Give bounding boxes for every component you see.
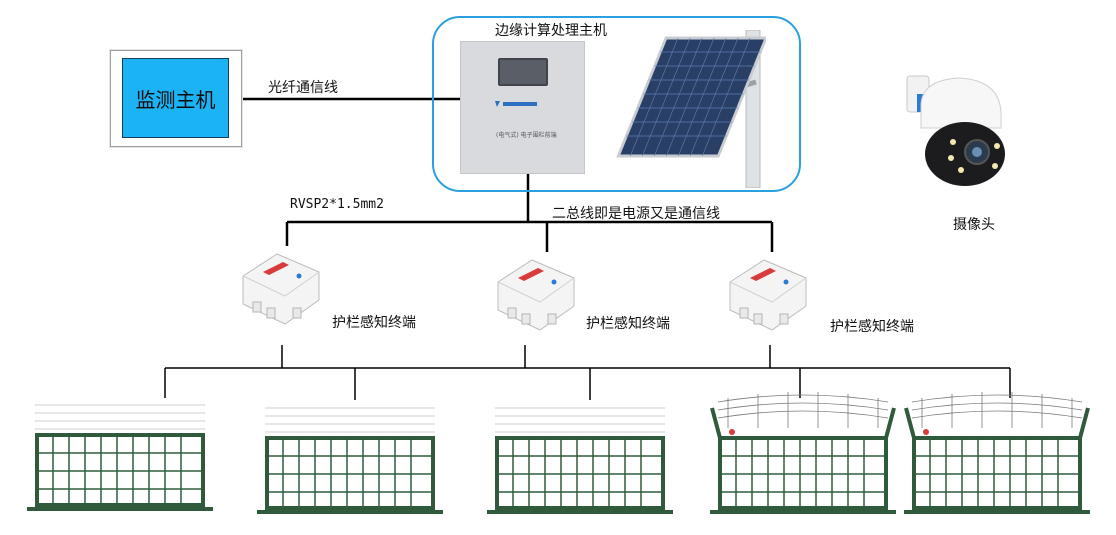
solar-panel-icon [616, 30, 766, 188]
sensor-label-3: 护栏感知终端 [830, 319, 914, 335]
sensor-label-1: 护栏感知终端 [332, 315, 416, 331]
camera-icon [906, 75, 1005, 186]
monitor-host: 监测主机 [122, 58, 229, 138]
sensor-terminal-1 [242, 253, 320, 325]
edge-host-group [432, 16, 801, 192]
fence-2 [257, 407, 443, 514]
sensor-terminal-3 [729, 259, 807, 331]
edge-host-title: 边缘计算处理主机 [495, 23, 607, 39]
fence-1 [27, 404, 213, 511]
fence-3 [487, 407, 673, 514]
rvsp-cable-label: RVSP2*1.5mm2 [290, 197, 384, 212]
bus-cable-label: 二总线即是电源又是通信线 [552, 206, 720, 222]
fiber-cable-label: 光纤通信线 [268, 80, 338, 96]
fence-4 [710, 392, 896, 514]
sensor-terminal-2 [497, 259, 575, 331]
cabinet-logo-icon [495, 101, 537, 107]
cabinet-screen [498, 58, 548, 86]
cabinet-caption: (电气式) 电子围栏前端 [496, 132, 557, 139]
sensor-label-2: 护栏感知终端 [586, 316, 670, 332]
fence-5 [904, 392, 1090, 514]
camera-label: 摄像头 [953, 217, 995, 233]
monitor-host-label: 监测主机 [135, 87, 216, 112]
